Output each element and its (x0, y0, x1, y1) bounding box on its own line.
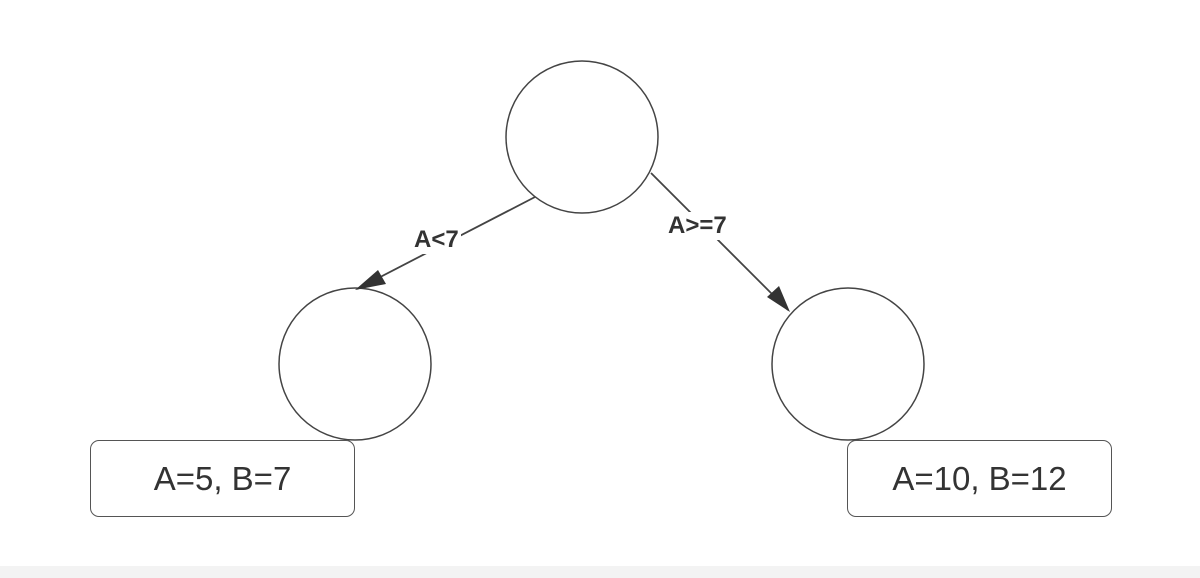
root-node (505, 60, 659, 214)
bottom-strip (0, 566, 1200, 578)
edge-label-right: A>=7 (666, 212, 729, 240)
left-node (278, 287, 432, 441)
left-arrowhead-icon (355, 270, 386, 290)
right-node (771, 287, 925, 441)
edge-label-left: A<7 (412, 226, 461, 254)
right-edge (650, 172, 789, 311)
right-arrowhead-icon (767, 286, 790, 312)
leaf-box-left: A=5, B=7 (90, 440, 355, 517)
leaf-box-right: A=10, B=12 (847, 440, 1112, 517)
